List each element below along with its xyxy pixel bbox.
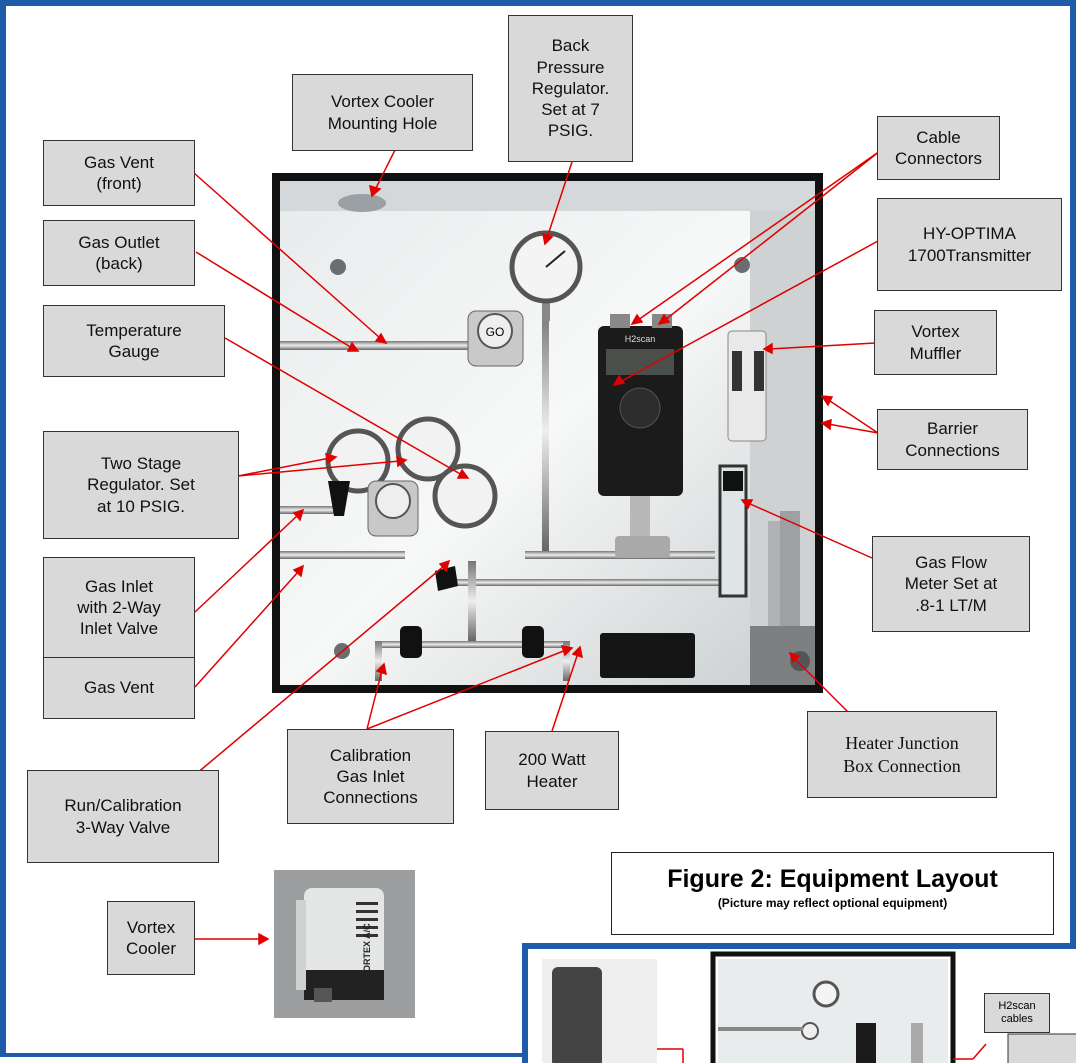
figure-subtitle: (Picture may reflect optional equipment) (717, 896, 948, 910)
equipment-photo: GO H2scan (272, 173, 823, 693)
callout-two-stage-regulator: Two Stage Regulator. Set at 10 PSIG. (43, 431, 239, 539)
callout-gas-vent-front: Gas Vent (front) (43, 140, 195, 206)
callout-vortex-cooler: Vortex Cooler (107, 901, 195, 975)
figure-caption: Figure 2: Equipment Layout (Picture may … (611, 852, 1054, 935)
callout-calibration-gas-inlet: Calibration Gas Inlet Connections (287, 729, 454, 824)
callout-back-pressure-regulator: Back Pressure Regulator. Set at 7 PSIG. (508, 15, 633, 162)
callout-gas-flow-meter: Gas Flow Meter Set at .8-1 LT/M (872, 536, 1030, 632)
figure-title: Figure 2: Equipment Layout (667, 865, 998, 893)
transmitter-brand: H2scan (625, 334, 656, 344)
callout-cable-connectors: Cable Connectors (877, 116, 1000, 180)
callout-run-calibration-valve: Run/Calibration 3-Way Valve (27, 770, 219, 863)
callout-200-watt-heater: 200 Watt Heater (485, 731, 619, 810)
inset-callout-h2scan-cables: H2scan cables (984, 993, 1050, 1033)
callout-temperature-gauge: Temperature Gauge (43, 305, 225, 377)
callout-gas-vent: Gas Vent (43, 657, 195, 719)
callout-vortex-mounting-hole: Vortex Cooler Mounting Hole (292, 74, 473, 151)
callout-barrier-connections: Barrier Connections (877, 409, 1028, 470)
callout-heater-junction-box: Heater Junction Box Connection (807, 711, 997, 798)
inset-figure (522, 943, 1076, 1063)
callout-gas-outlet-back: Gas Outlet (back) (43, 220, 195, 286)
callout-gas-inlet: Gas Inlet with 2-Way Inlet Valve (43, 557, 195, 658)
cooler-brand-text: VORTEX A/C (362, 923, 372, 978)
callout-hy-optima-transmitter: HY-OPTIMA 1700Transmitter (877, 198, 1062, 291)
callout-vortex-muffler: Vortex Muffler (874, 310, 997, 375)
regulator-mark: GO (486, 325, 505, 339)
vortex-cooler-photo: VORTEX A/C (274, 870, 415, 1018)
